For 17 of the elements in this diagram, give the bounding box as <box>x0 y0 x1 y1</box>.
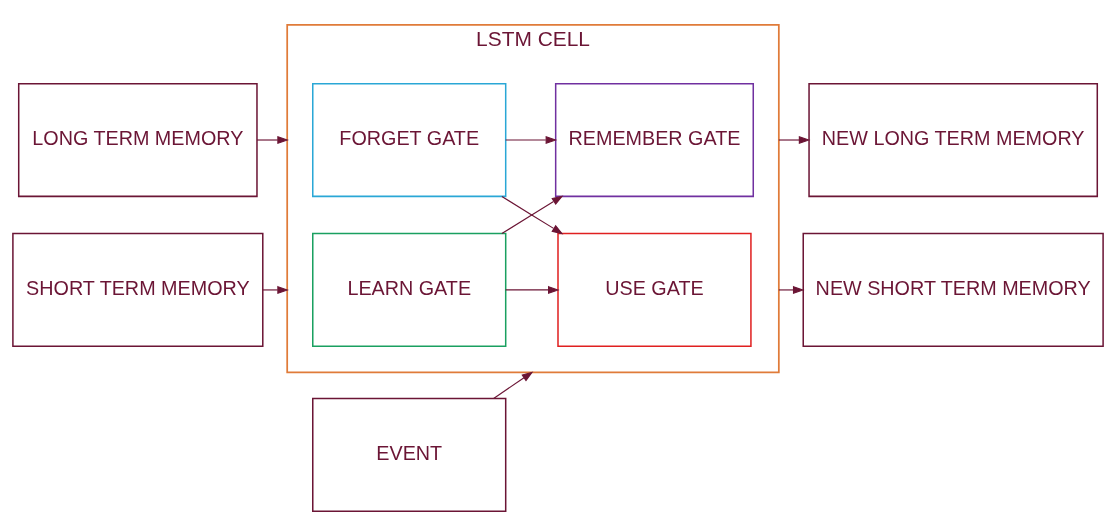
arrow <box>256 135 289 145</box>
node-box: SHORT TERM MEMORY <box>12 232 264 348</box>
arrow <box>778 285 805 294</box>
node-box: NEW SHORT TERM MEMORY <box>802 232 1104 348</box>
node-box: NEW LONG TERM MEMORY <box>808 82 1099 198</box>
arrow <box>493 371 534 399</box>
arrow <box>778 135 811 145</box>
node-box: FORGET GATE <box>312 82 507 198</box>
node-box: USE GATE <box>557 232 752 348</box>
node-box: LEARN GATE <box>312 232 507 348</box>
arrow <box>501 195 564 235</box>
arrow <box>505 135 558 145</box>
node-box: REMEMBER GATE <box>554 82 754 198</box>
arrow <box>505 285 560 294</box>
arrow <box>262 285 289 294</box>
node-box: EVENT <box>312 397 507 513</box>
node-box: LONG TERM MEMORY <box>17 82 258 198</box>
